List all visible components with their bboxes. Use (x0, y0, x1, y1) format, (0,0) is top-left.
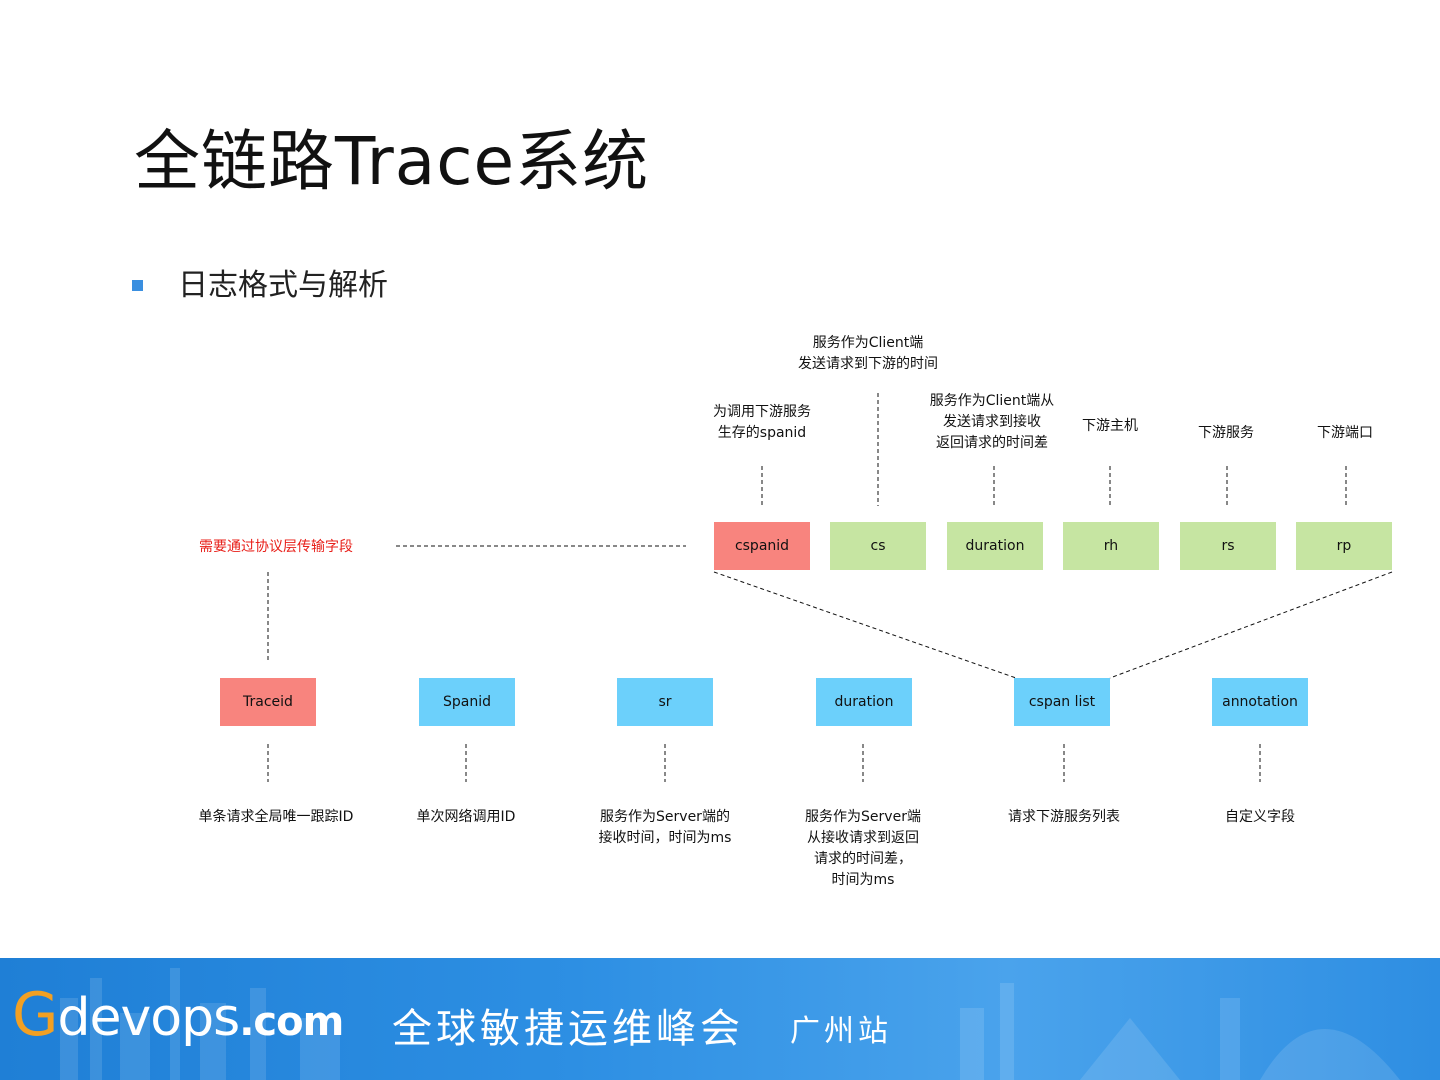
field-box-rp: rp (1296, 522, 1392, 570)
field-box-rs: rs (1180, 522, 1276, 570)
desc-sr: 服务作为Server端的 接收时间，时间为ms (599, 807, 732, 849)
transport-fields-label: 需要通过协议层传输字段 (199, 536, 353, 556)
fan-right (1110, 572, 1392, 678)
desc-cs: 服务作为Client端 发送请求到下游的时间 (798, 333, 938, 375)
desc-cspanid: 为调用下游服务 生存的spanid (713, 402, 811, 444)
desc-rh: 下游主机 (1082, 416, 1138, 437)
field-box-cspanid: cspanid (714, 522, 810, 570)
field-box-duration-client: duration (947, 522, 1043, 570)
field-box-cspan-list: cspan list (1014, 678, 1110, 726)
desc-cspan-list: 请求下游服务列表 (1008, 807, 1120, 828)
desc-traceid: 单条请求全局唯一跟踪ID (199, 807, 354, 828)
field-box-sr: sr (617, 678, 713, 726)
desc-duration-bottom: 服务作为Server端 从接收请求到返回 请求的时间差， 时间为ms (805, 807, 921, 891)
field-box-spanid: Spanid (419, 678, 515, 726)
conference-city: 广州站 (790, 1006, 892, 1050)
field-box-rh: rh (1063, 522, 1159, 570)
field-box-annotation: annotation (1212, 678, 1308, 726)
conference-name: 全球敏捷运维峰会 (392, 996, 744, 1054)
desc-annotation: 自定义字段 (1225, 807, 1295, 828)
desc-rs: 下游服务 (1198, 423, 1254, 444)
field-box-traceid: Traceid (220, 678, 316, 726)
footer-banner: Gdevops.com 全球敏捷运维峰会 广州站 (0, 958, 1440, 1080)
field-box-cs: cs (830, 522, 926, 570)
gdevops-logo: Gdevops.com (12, 980, 343, 1050)
desc-spanid: 单次网络调用ID (417, 807, 516, 828)
desc-rp: 下游端口 (1317, 423, 1373, 444)
fan-left (714, 572, 1016, 678)
desc-duration-top: 服务作为Client端从 发送请求到接收 返回请求的时间差 (930, 391, 1055, 454)
field-box-duration-server: duration (816, 678, 912, 726)
